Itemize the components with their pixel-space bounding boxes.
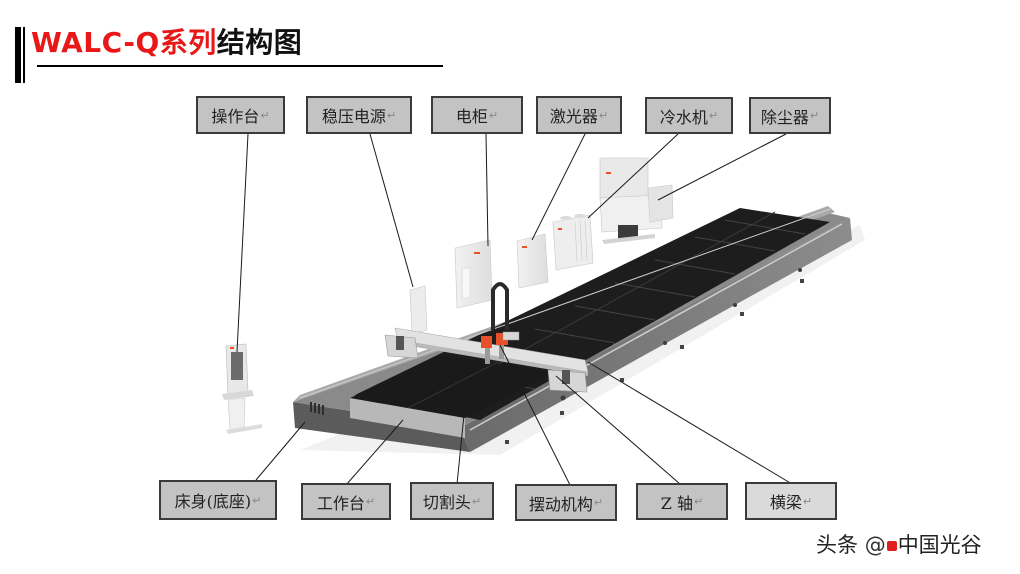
leader-lines	[236, 131, 793, 486]
label-text: Z 轴	[660, 493, 693, 513]
leader-swing-mechanism	[499, 344, 571, 486]
label-text: 除尘器	[760, 107, 809, 127]
label-text: 激光器	[549, 107, 598, 126]
label-text: 摆动机构	[528, 494, 593, 514]
paragraph-mark-icon: ↵	[488, 108, 499, 122]
label-voltage-regulator: 稳压电源↵	[306, 96, 412, 134]
brand-logo-icon	[886, 541, 897, 551]
label-text: 操作台	[211, 107, 260, 126]
operation-console-unit	[222, 343, 262, 434]
title-series: WALC-Q系列	[31, 26, 217, 59]
paragraph-mark-icon: ↵	[365, 495, 376, 508]
label-cutting-head: 切割头↵	[410, 482, 494, 520]
paragraph-mark-icon: ↵	[386, 108, 397, 122]
watermark-prefix: 头条	[816, 533, 858, 557]
label-bed-base: 床身(底座)↵	[159, 480, 277, 520]
title-suffix: 结构图	[216, 26, 303, 59]
paragraph-mark-icon: ↵	[598, 108, 609, 122]
paragraph-mark-icon: ↵	[708, 109, 719, 122]
watermark: 头条 @ 中国光谷	[816, 529, 982, 559]
label-laser: 激光器↵	[536, 96, 622, 134]
chiller-unit	[552, 214, 594, 271]
label-worktable: 工作台↵	[301, 483, 391, 520]
gantry-crossbeam	[384, 282, 589, 393]
label-swing-mechanism: 摆动机构↵	[515, 484, 617, 521]
label-text: 稳压电源	[321, 107, 386, 126]
leader-crossbeam	[587, 361, 793, 485]
leader-cutting-head	[456, 404, 466, 485]
leader-worktable	[345, 419, 404, 486]
title-underline	[37, 65, 443, 67]
page-title: WALC-Q系列结构图	[31, 24, 302, 62]
leader-z-axis	[555, 375, 681, 485]
leader-bed	[255, 421, 306, 481]
label-crossbeam: 横梁↵	[745, 482, 837, 520]
paragraph-mark-icon: ↵	[260, 108, 270, 122]
leader-laser	[531, 131, 587, 241]
paragraph-mark-icon: ↵	[802, 494, 813, 508]
title-accent-bar	[15, 27, 21, 83]
leader-voltage-regulator	[369, 133, 414, 288]
voltage-regulator-unit	[409, 285, 428, 335]
label-electric-cabinet: 电柜↵	[431, 96, 523, 134]
paragraph-mark-icon: ↵	[694, 495, 704, 508]
title-accent-bar-thin	[23, 27, 25, 83]
paragraph-mark-icon: ↵	[471, 494, 482, 508]
leader-chiller	[587, 133, 679, 219]
label-dust-collector: 除尘器↵	[749, 97, 831, 134]
watermark-account: 中国光谷	[897, 533, 982, 557]
worktable-pallet	[350, 355, 555, 438]
electric-cabinet-unit	[454, 239, 493, 309]
paragraph-mark-icon: ↵	[252, 493, 262, 507]
label-text: 电柜	[455, 107, 488, 126]
label-text: 床身(底座)	[174, 492, 252, 511]
leader-operation-console	[236, 133, 249, 353]
paragraph-mark-icon: ↵	[593, 496, 604, 509]
dust-collector-unit	[599, 157, 674, 244]
at-icon: @	[864, 533, 886, 557]
laser-unit	[516, 233, 549, 289]
label-text: 冷水机	[659, 107, 708, 127]
leader-dust-collector	[657, 133, 787, 201]
label-text: 横梁	[769, 493, 802, 512]
paragraph-mark-icon: ↵	[809, 109, 820, 122]
label-text: 工作台	[316, 493, 365, 513]
label-text: 切割头	[422, 493, 471, 512]
label-operation-console: 操作台↵	[196, 96, 285, 134]
label-z-axis: Z 轴↵	[636, 483, 728, 520]
label-chiller: 冷水机↵	[645, 97, 733, 134]
leader-electric-cabinet	[485, 133, 489, 247]
